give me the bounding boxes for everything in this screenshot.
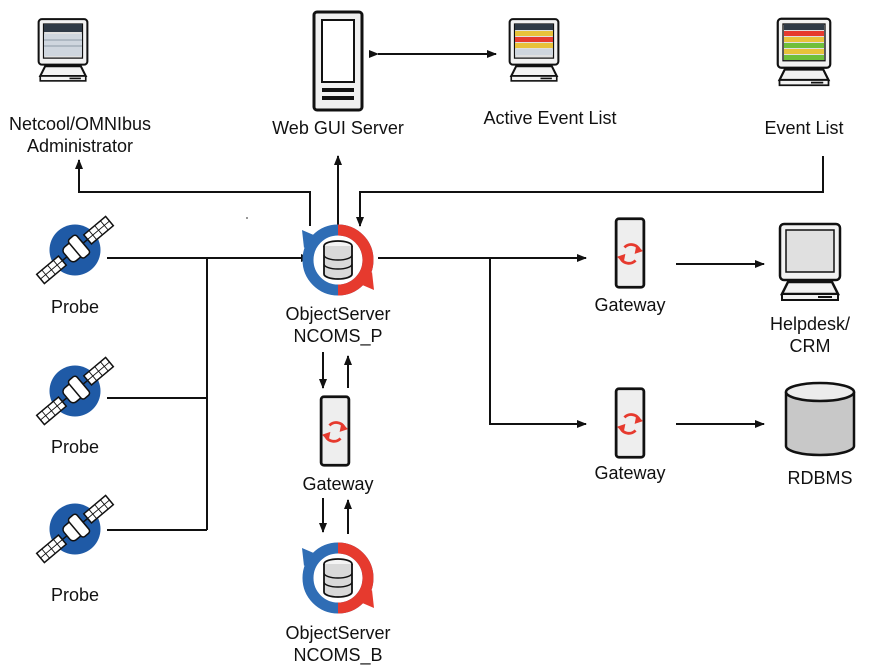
probe-3-satellite-icon	[32, 490, 118, 568]
os-gateway-rdbms-link	[489, 258, 587, 428]
objectserver-b-icon	[302, 548, 374, 608]
admin-label-line1: Netcool/OMNIbus	[8, 114, 152, 134]
gateway-bidir-icon	[319, 395, 351, 467]
objectserver-p-label-line1: ObjectServer	[285, 304, 391, 324]
objectserver-p-icon	[302, 230, 374, 290]
rdbms-database-icon	[784, 381, 856, 457]
helpdesk-label: Helpdesk/ CRM	[760, 313, 860, 357]
admin-label-line2: Administrator	[26, 136, 134, 156]
probe-2-satellite-icon	[32, 352, 118, 430]
active-event-list-monitor-icon	[508, 18, 560, 82]
gateway-helpdesk-label: Gateway	[594, 295, 666, 315]
helpdesk-monitor-icon	[778, 222, 842, 302]
gateway-rdbms-icon	[614, 387, 646, 459]
webgui-label: Web GUI Server	[272, 118, 404, 138]
event-list-label: Event List	[764, 118, 844, 138]
webgui-server-icon	[312, 10, 364, 112]
connectors	[75, 50, 824, 534]
probe-1-satellite-icon	[32, 211, 118, 289]
gateway-rdbms-label: Gateway	[594, 463, 666, 483]
objectserver-p-label: ObjectServer NCOMS_P	[258, 303, 418, 347]
probe-1-label: Probe	[50, 297, 100, 317]
objectserver-b-label: ObjectServer NCOMS_B	[258, 622, 418, 666]
helpdesk-label-line1: Helpdesk/	[769, 314, 851, 334]
event-list-link	[356, 156, 824, 227]
rdbms-label: RDBMS	[787, 468, 853, 488]
objectserver-p-label-line2: NCOMS_P	[293, 326, 383, 346]
admin-label: Netcool/OMNIbus Administrator	[0, 113, 160, 157]
gateway-helpdesk-icon	[614, 217, 646, 289]
admin-link	[75, 159, 311, 226]
event-list-monitor-icon	[776, 17, 832, 87]
objectserver-b-label-line2: NCOMS_B	[293, 645, 383, 665]
probe-2-label: Probe	[50, 437, 100, 457]
gateway-bidir-label: Gateway	[302, 474, 374, 494]
helpdesk-label-line2: CRM	[789, 336, 831, 356]
admin-monitor-icon	[37, 18, 89, 82]
active-event-list-label: Active Event List	[483, 108, 617, 128]
probe-3-label: Probe	[50, 585, 100, 605]
objectserver-b-label-line1: ObjectServer	[285, 623, 391, 643]
